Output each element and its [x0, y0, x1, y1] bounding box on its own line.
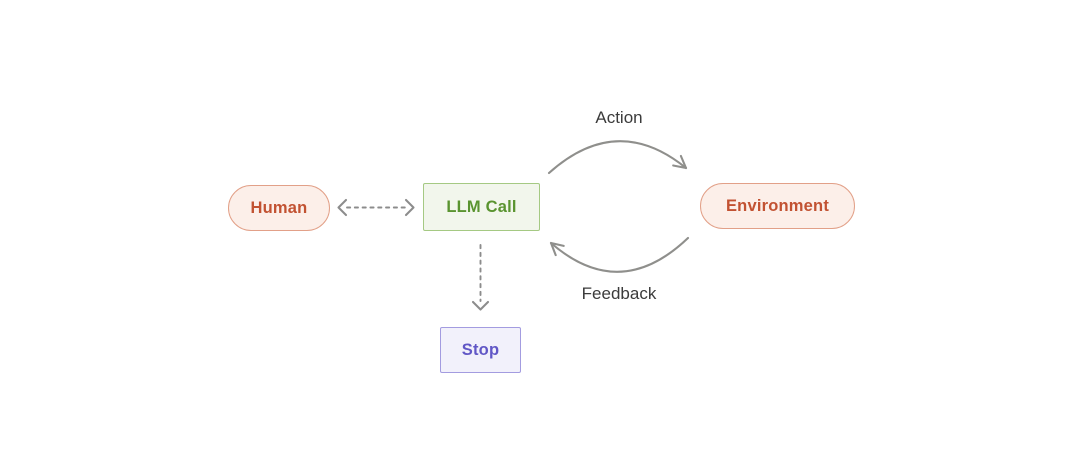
- feedback-arrow-curve: [549, 236, 690, 273]
- llm-call-node: LLM Call: [423, 183, 540, 231]
- feedback-arrow: [549, 236, 690, 273]
- llm-stop-arrowhead-icon: [471, 300, 490, 311]
- human-llm-dashed-arrow: [337, 198, 415, 217]
- action-edge-label: Action: [595, 108, 643, 127]
- human-node: Human: [228, 185, 330, 231]
- action-arrow: [547, 140, 688, 175]
- feedback-edge-label: Feedback: [581, 284, 657, 303]
- environment-node: Environment: [700, 183, 855, 229]
- stop-node: Stop: [440, 327, 521, 373]
- action-arrowhead-icon: [672, 154, 688, 170]
- human-llm-right-arrowhead-icon: [404, 198, 415, 217]
- human-llm-left-arrowhead-icon: [337, 198, 348, 217]
- human-node-label: Human: [250, 198, 308, 217]
- environment-node-label: Environment: [725, 196, 830, 215]
- llm-stop-dashed-arrow: [471, 244, 490, 311]
- llm-call-node-label: LLM Call: [446, 197, 517, 216]
- feedback-arrowhead-icon: [549, 241, 565, 257]
- action-arrow-curve: [547, 140, 688, 175]
- stop-node-label: Stop: [461, 340, 500, 359]
